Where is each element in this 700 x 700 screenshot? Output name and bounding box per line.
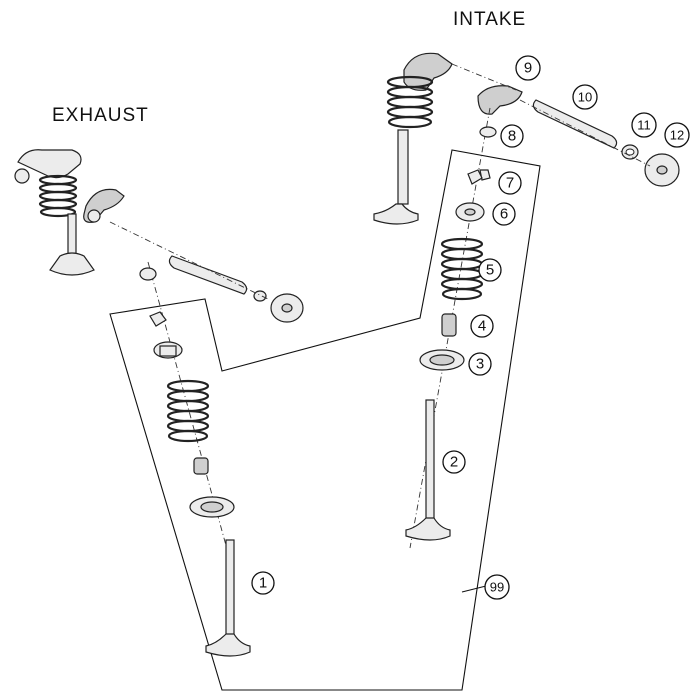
intake-valve-keeper — [467, 169, 491, 185]
callout-2: 2 — [442, 450, 466, 474]
intake-rocker-arm — [477, 85, 523, 115]
intake-rocker-shaft — [532, 99, 618, 149]
intake-valve-spring — [440, 237, 484, 301]
callout-8-label: 8 — [508, 128, 516, 145]
leader-99 — [461, 585, 487, 593]
exhaust-shim — [139, 267, 157, 281]
callout-12-label: 12 — [670, 128, 684, 143]
callout-7-label: 7 — [506, 175, 514, 192]
intake-valve — [405, 399, 451, 541]
callout-3-label: 3 — [476, 356, 484, 373]
intake-title: INTAKE — [453, 9, 526, 30]
callout-99: 99 — [484, 574, 510, 600]
callout-12: 12 — [664, 122, 690, 148]
callout-6: 6 — [492, 202, 516, 226]
callout-3: 3 — [468, 352, 492, 376]
callout-5-label: 5 — [486, 262, 494, 279]
exhaust-title: EXHAUST — [52, 105, 149, 126]
exhaust-rocker-assembly — [14, 149, 304, 323]
intake-exploded-parts — [405, 107, 497, 549]
callout-4: 4 — [470, 314, 494, 338]
callout-1: 1 — [251, 571, 275, 595]
callout-11-label: 11 — [637, 118, 651, 133]
exhaust-valve-keeper — [149, 311, 167, 327]
callout-11: 11 — [631, 112, 657, 138]
exhaust-exploded-parts — [139, 261, 251, 657]
callout-8: 8 — [500, 124, 524, 148]
intake-shim — [479, 126, 497, 138]
callout-2-label: 2 — [450, 454, 458, 471]
kit-outline — [109, 149, 541, 691]
callout-10-label: 10 — [578, 90, 592, 105]
callout-6-label: 6 — [500, 206, 508, 223]
callout-10: 10 — [572, 84, 598, 110]
exhaust-stem-seal — [193, 457, 209, 475]
callout-5: 5 — [478, 258, 502, 282]
exhaust-valve — [205, 539, 251, 657]
intake-rocker-assembly — [373, 52, 680, 225]
intake-stem-seal — [441, 313, 457, 337]
callout-99-label: 99 — [490, 580, 504, 595]
callout-4-label: 4 — [478, 318, 486, 335]
callout-9: 9 — [515, 55, 541, 81]
callout-1-label: 1 — [259, 575, 267, 592]
callout-9-label: 9 — [524, 60, 532, 77]
exhaust-valve-spring — [166, 379, 210, 443]
callout-7: 7 — [498, 171, 522, 195]
